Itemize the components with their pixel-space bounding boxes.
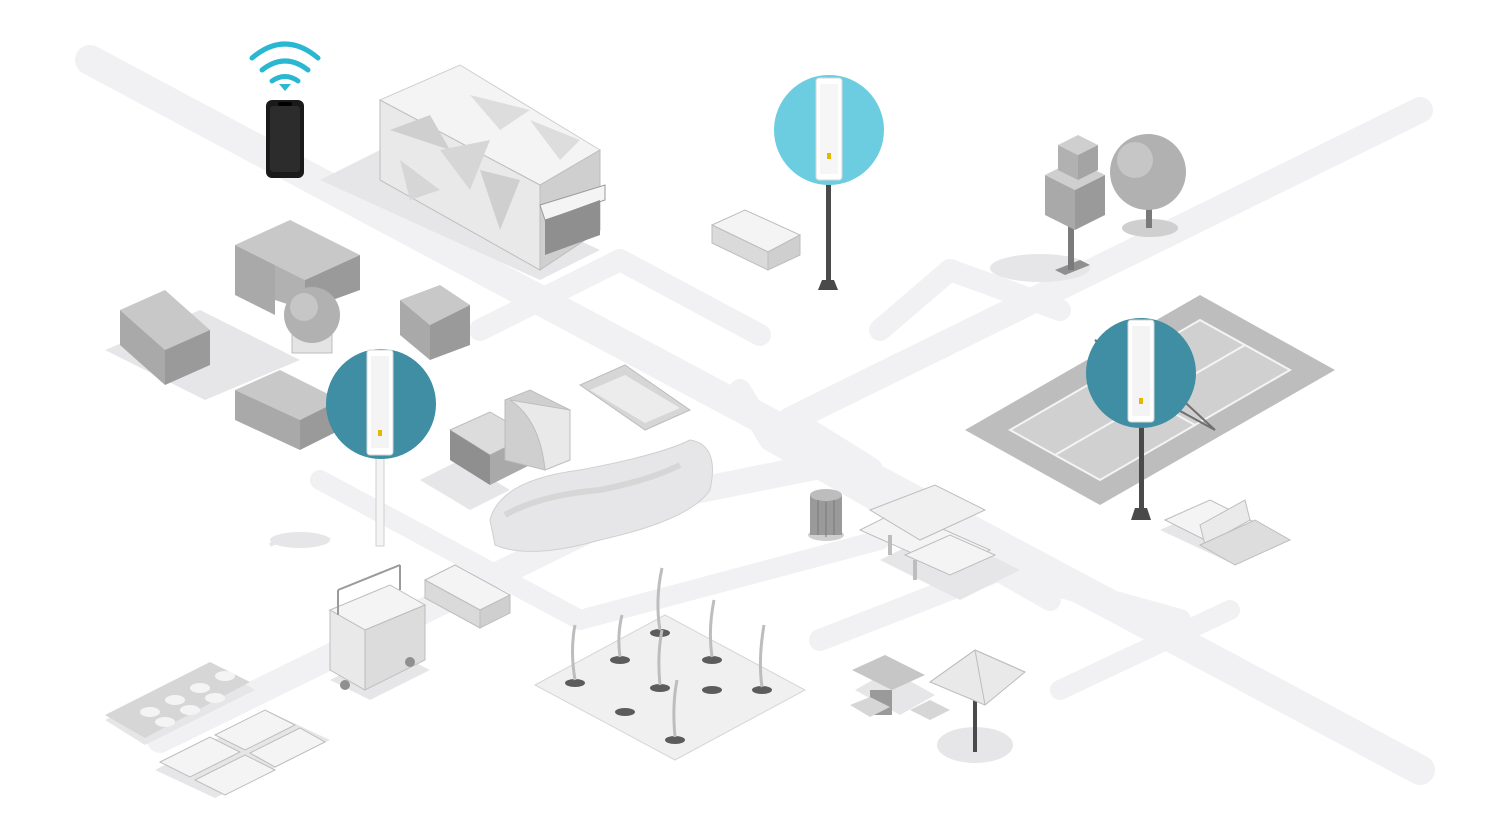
- hedge-left: [120, 290, 210, 385]
- outdoor-access-point-icon-left: [326, 349, 436, 459]
- hedge-garden: [105, 220, 470, 450]
- topiary-shrub: [284, 287, 340, 354]
- bench-right: [1160, 499, 1292, 566]
- fountain-sprays: [571, 567, 766, 738]
- ap-pole-center: [818, 178, 838, 290]
- modern-building: [320, 64, 606, 280]
- walkway-loop: [469, 249, 771, 346]
- trash-bin: [808, 489, 844, 541]
- planter-tiles: [155, 709, 330, 798]
- patio-umbrella: [928, 649, 1026, 763]
- patio-seating: [850, 655, 950, 720]
- fountain-jets: [565, 629, 772, 744]
- walkway-left-bottom: [310, 470, 890, 630]
- stepping-stone-bed: [105, 662, 255, 745]
- skate-park: [420, 364, 713, 552]
- outdoor-access-point-icon-right: [1086, 318, 1196, 428]
- fountain-plaza: [533, 567, 807, 761]
- food-cart: [328, 564, 430, 700]
- picnic-table: [858, 484, 1020, 600]
- walkway-court-loop: [869, 259, 1071, 341]
- hedge-bottom: [235, 370, 340, 450]
- smartphone-icon: [266, 100, 304, 178]
- hedge-right: [400, 285, 470, 360]
- bench-left: [423, 564, 512, 629]
- ap-pole-right: [1131, 415, 1151, 520]
- outdoor-access-point-icon-center: [774, 75, 884, 185]
- wifi-signal-icon: [249, 41, 321, 91]
- skate-bowl: [489, 439, 713, 552]
- cube-tree: [1045, 135, 1105, 275]
- walkway-far-right: [1050, 600, 1240, 700]
- bench-top: [710, 209, 802, 271]
- round-tree: [1110, 134, 1186, 237]
- trees: [990, 134, 1186, 282]
